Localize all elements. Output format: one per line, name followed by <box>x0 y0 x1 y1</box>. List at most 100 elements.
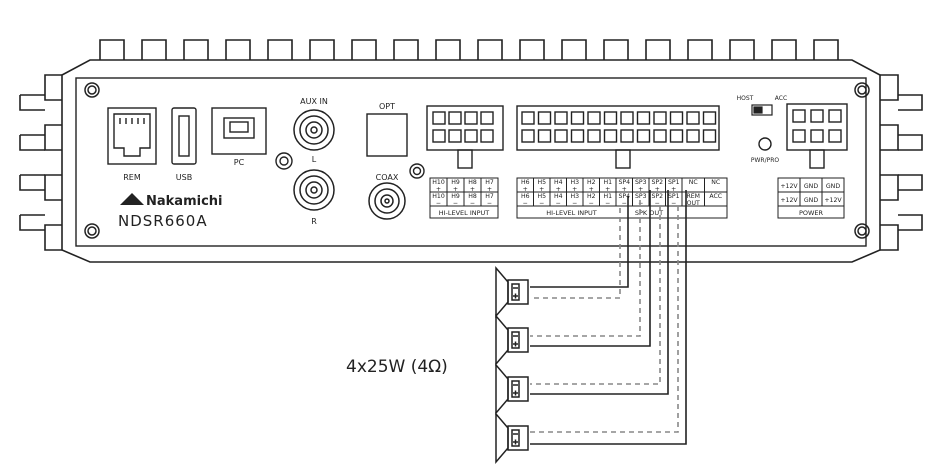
pin-cell <box>587 111 601 125</box>
hilevel-bottom-cell: H9− <box>451 193 460 207</box>
hilevel-bottom-cell: SP1− <box>668 193 680 207</box>
power-top-cell: +12V <box>780 183 798 190</box>
hilevel-top-cell: NC <box>711 179 720 186</box>
power-caption: POWER <box>799 209 824 217</box>
speaker-icon <box>495 411 529 465</box>
coax-rca-jack <box>368 182 406 220</box>
hilevel-left-table: H10+H9+H8+H7+H10−H9−H8−H7−HI-LEVEL INPUT <box>429 177 499 219</box>
hilevel-top-cell: SP4+ <box>618 179 630 193</box>
power-bottom-cell: +12V <box>824 197 842 204</box>
rem-port <box>107 107 157 165</box>
pin-cell <box>554 129 568 143</box>
ground-screw <box>275 152 293 170</box>
usb-port <box>171 107 197 165</box>
hilevel-bottom-cell: SP2− <box>651 193 663 207</box>
usb-label: USB <box>176 173 192 182</box>
pin-cell <box>620 129 634 143</box>
hilevel-top-cell: SP2+ <box>651 179 663 193</box>
mounting-screws <box>84 82 870 239</box>
spk-out-caption: SPK OUT <box>635 209 663 217</box>
pin-cell <box>653 129 667 143</box>
power-bottom-cell: +12V <box>780 197 798 204</box>
pwr-pro-led <box>758 137 772 151</box>
hilevel-top-cell: H8+ <box>468 179 477 193</box>
pin-cell <box>603 111 618 125</box>
pin-cell <box>636 129 651 143</box>
hilevel-bottom-cell: H7− <box>485 193 494 207</box>
opt-label: OPT <box>379 102 395 111</box>
output-spec-label: 4x25W (4Ω) <box>346 357 448 377</box>
coax-screw <box>409 163 425 179</box>
pin-cell <box>537 129 552 143</box>
host-acc-switch <box>751 104 773 116</box>
brand-name: Nakamichi <box>146 194 223 209</box>
pin-cell <box>521 129 535 143</box>
coax-label: COAX <box>376 173 399 182</box>
power-bottom-cell: GND <box>804 197 818 204</box>
hilevel-top-cell: SP3+ <box>635 179 647 193</box>
hilevel-top-cell: H9+ <box>451 179 460 193</box>
aux-r-label: R <box>311 217 317 226</box>
pin-cell <box>686 129 700 143</box>
hilevel-connector-8pin <box>426 105 504 169</box>
hilevel-top-cell: H2+ <box>587 179 596 193</box>
hilevel-top-cell: H5+ <box>537 179 546 193</box>
pin-cell <box>702 111 717 125</box>
pin-cell <box>537 111 552 125</box>
aux-in-label: AUX IN <box>300 97 328 106</box>
speaker-wiring <box>530 190 687 445</box>
hilevel-bottom-cell: H10− <box>432 193 445 207</box>
hilevel-bottom-cell: H3− <box>570 193 579 207</box>
hilevel-connector-24pin <box>516 105 720 169</box>
rem-label: REM <box>123 173 141 182</box>
hilevel-top-cell: H7+ <box>485 179 494 193</box>
pc-port <box>211 107 267 155</box>
chassis <box>19 59 923 263</box>
hilevel-top-cell: NC <box>689 179 698 186</box>
pin-cell <box>554 111 568 125</box>
pc-label: PC <box>234 158 245 167</box>
hilevel-bottom-cell: H1− <box>603 193 612 207</box>
hilevel-bottom-cell: H6− <box>521 193 530 207</box>
power-top-cell: GND <box>826 183 840 190</box>
model-name: NDSR660A <box>118 212 208 230</box>
hilevel-top-cell: SP1+ <box>668 179 680 193</box>
speakers <box>495 265 529 465</box>
pin-cell <box>570 111 585 125</box>
pin-cell <box>587 129 601 143</box>
hilevel-bottom-cell: H8− <box>468 193 477 207</box>
power-top-cell: GND <box>804 183 818 190</box>
pin-cell <box>702 129 717 143</box>
hilevel-bottom-cell: ACC <box>709 193 722 200</box>
speaker-icon <box>495 313 529 367</box>
pin-cell <box>686 111 700 125</box>
power-connector-6pin <box>786 103 848 169</box>
hilevel-top-cell: H6+ <box>521 179 530 193</box>
aux-l-rca-jack <box>293 109 335 151</box>
hilevel-bottom-cell: H5− <box>537 193 546 207</box>
pin-cell <box>669 129 684 143</box>
heatsink-fins <box>99 39 839 60</box>
pin-cell <box>603 129 618 143</box>
aux-l-label: L <box>312 155 317 164</box>
pin-cell <box>620 111 634 125</box>
pin-cell <box>570 129 585 143</box>
host-label: HOST <box>737 95 754 102</box>
hilevel-right-caption: HI-LEVEL INPUT <box>546 209 597 217</box>
hilevel-top-cell: H1+ <box>603 179 612 193</box>
hilevel-bottom-cell: H4− <box>554 193 563 207</box>
aux-r-rca-jack <box>293 169 335 211</box>
pwr-pro-label: PWR/PRO <box>751 157 780 164</box>
hilevel-top-cell: H10+ <box>432 179 445 193</box>
speaker-icon <box>495 265 529 319</box>
pin-cell <box>669 111 684 125</box>
pin-cell <box>636 111 651 125</box>
pin-cell <box>653 111 667 125</box>
speaker-icon <box>495 362 529 416</box>
hilevel-bottom-cell: SP4− <box>618 193 630 207</box>
hilevel-top-cell: H3+ <box>570 179 579 193</box>
